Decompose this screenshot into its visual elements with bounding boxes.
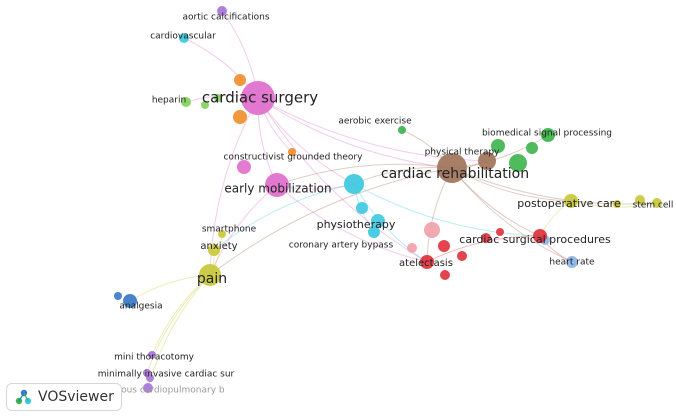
- node-analgesia[interactable]: [123, 294, 137, 308]
- label-early-mobilization: early mobilization: [224, 182, 331, 196]
- unlabeled-node-9[interactable]: [481, 233, 491, 243]
- unlabeled-node-13[interactable]: [371, 214, 385, 228]
- vosviewer-logo-icon: [15, 389, 32, 405]
- unlabeled-node-0[interactable]: [234, 74, 246, 86]
- unlabeled-node-4[interactable]: [491, 139, 505, 153]
- vosviewer-badge[interactable]: VOSviewer: [6, 383, 122, 411]
- unlabeled-node-10[interactable]: [440, 270, 450, 280]
- edge-early-mobilization-pain: [209, 184, 278, 276]
- unlabeled-node-7[interactable]: [438, 240, 450, 252]
- edge-cardiac-rehabilitation-pain: [209, 167, 453, 276]
- nodes-layer: [114, 6, 662, 393]
- edge-pain-minimally-invasive-cardiac-sur: [146, 274, 211, 374]
- node-physical-therapy[interactable]: [478, 152, 496, 170]
- edge-pain-mini-thoracotomy: [151, 274, 211, 356]
- unlabeled-node-2[interactable]: [201, 101, 209, 109]
- edge-cardiac-surgery-physiotherapy: [257, 97, 355, 185]
- label-aortic-calcifications: aortic calcifications: [182, 13, 269, 23]
- node-smartphone[interactable]: [218, 230, 226, 238]
- edge-early-mobilization-atelectasis: [276, 184, 428, 263]
- edge-cardiac-rehabilitation-early-mobilization: [276, 163, 453, 186]
- node-anxiety[interactable]: [208, 244, 220, 256]
- edge-cardiac-rehabilitation-heart-rate: [451, 167, 573, 263]
- node-cardiac-surgical-procedures[interactable]: [533, 229, 547, 243]
- label-coronary-artery-bypass: coronary artery bypass: [289, 241, 394, 251]
- node-heart-rate[interactable]: [566, 256, 578, 268]
- unlabeled-node-6[interactable]: [526, 142, 538, 154]
- unlabeled-node-21[interactable]: [496, 228, 504, 236]
- label-aerobic-exercise: aerobic exercise: [338, 117, 412, 127]
- node-aerobic-exercise[interactable]: [398, 126, 406, 134]
- label-postoperative-care: postoperative care: [517, 197, 621, 210]
- node-coronary-artery-bypass[interactable]: [368, 226, 380, 238]
- node-early-mobilization[interactable]: [265, 173, 289, 197]
- label-smartphone: smartphone: [202, 225, 257, 235]
- label-cardiovascular: cardiovascular: [150, 32, 216, 42]
- edge-cardiac-surgery-cardiac-rehabilitation: [257, 97, 453, 169]
- node-heparin[interactable]: [181, 97, 191, 107]
- edge-cardiac-surgical-procedures-atelectasis: [426, 235, 541, 263]
- unlabeled-node-17[interactable]: [613, 200, 621, 208]
- label-minimally-invasive-cardiac-sur: minimally invasive cardiac sur: [98, 370, 235, 380]
- unlabeled-node-19[interactable]: [114, 292, 122, 300]
- node-minimally-invasive-cardiac-sur[interactable]: [143, 369, 151, 377]
- label-analgesia: analgesia: [119, 302, 162, 312]
- node-cardiac-rehabilitation[interactable]: [437, 153, 467, 183]
- edge-pain-percutaneous-cardiopulmonary-b: [147, 274, 211, 389]
- vosviewer-label: VOSviewer: [38, 389, 114, 405]
- node-constructivist-grounded-theory[interactable]: [288, 148, 296, 156]
- node-cardiovascular[interactable]: [179, 33, 189, 43]
- unlabeled-node-1[interactable]: [233, 110, 247, 124]
- edge-cardiac-rehabilitation-stem-cell: [451, 167, 658, 205]
- labels-layer: cardiac surgery cardiac rehabilitation ear…: [75, 13, 673, 396]
- edge-postoperative-care-stem-cell: [570, 200, 658, 208]
- node-biomedical-signal-processing[interactable]: [541, 128, 555, 142]
- node-cardiac-surgery[interactable]: [241, 81, 275, 115]
- unlabeled-node-3[interactable]: [214, 94, 222, 102]
- label-mini-thoracotomy: mini thoracotomy: [114, 353, 195, 363]
- node-pain[interactable]: [199, 264, 221, 286]
- unlabeled-node-8[interactable]: [457, 251, 467, 261]
- unlabeled-node-14[interactable]: [356, 202, 368, 214]
- node-physiotherapy[interactable]: [344, 174, 364, 194]
- unlabeled-node-16[interactable]: [635, 195, 645, 205]
- label-cardiac-surgical-procedures: cardiac surgical procedures: [459, 233, 611, 246]
- unlabeled-node-15[interactable]: [237, 160, 251, 174]
- node-postoperative-care[interactable]: [564, 194, 578, 208]
- unlabeled-node-5[interactable]: [509, 154, 527, 172]
- node-atelectasis[interactable]: [420, 255, 434, 269]
- edge-physiotherapy-atelectasis: [353, 183, 428, 263]
- node-mini-thoracotomy[interactable]: [148, 351, 156, 359]
- label-physiotherapy: physiotherapy: [317, 218, 396, 231]
- node-aortic-calcifications[interactable]: [217, 6, 227, 16]
- label-anxiety: anxiety: [200, 241, 237, 252]
- label-heart-rate: heart rate: [549, 258, 595, 268]
- label-heparin: heparin: [152, 96, 186, 106]
- node-percutaneous-cardiopulmonary-b[interactable]: [143, 383, 153, 393]
- label-percutaneous-cardiopulmonary-b: percutaneous cardiopulmonary b: [75, 386, 224, 396]
- label-pain: pain: [197, 271, 227, 287]
- label-cardiac-surgery: cardiac surgery: [202, 89, 318, 107]
- node-stem-cell[interactable]: [652, 198, 662, 208]
- unlabeled-node-11[interactable]: [424, 222, 440, 238]
- edge-physiotherapy-anxiety: [213, 183, 355, 251]
- label-atelectasis: atelectasis: [399, 258, 453, 269]
- label-stem-cell: stem cell: [633, 201, 674, 211]
- label-cardiac-rehabilitation: cardiac rehabilitation: [381, 166, 529, 182]
- edge-physiotherapy-cardiac-surgical-procedures: [353, 183, 541, 237]
- unlabeled-node-12[interactable]: [407, 243, 417, 253]
- label-biomedical-signal-processing: biomedical signal processing: [482, 129, 612, 139]
- label-physical-therapy: physical therapy: [425, 148, 500, 158]
- label-constructivist-grounded-theory: constructivist grounded theory: [224, 153, 364, 163]
- edge-cardiac-surgery-atelectasis: [257, 97, 428, 263]
